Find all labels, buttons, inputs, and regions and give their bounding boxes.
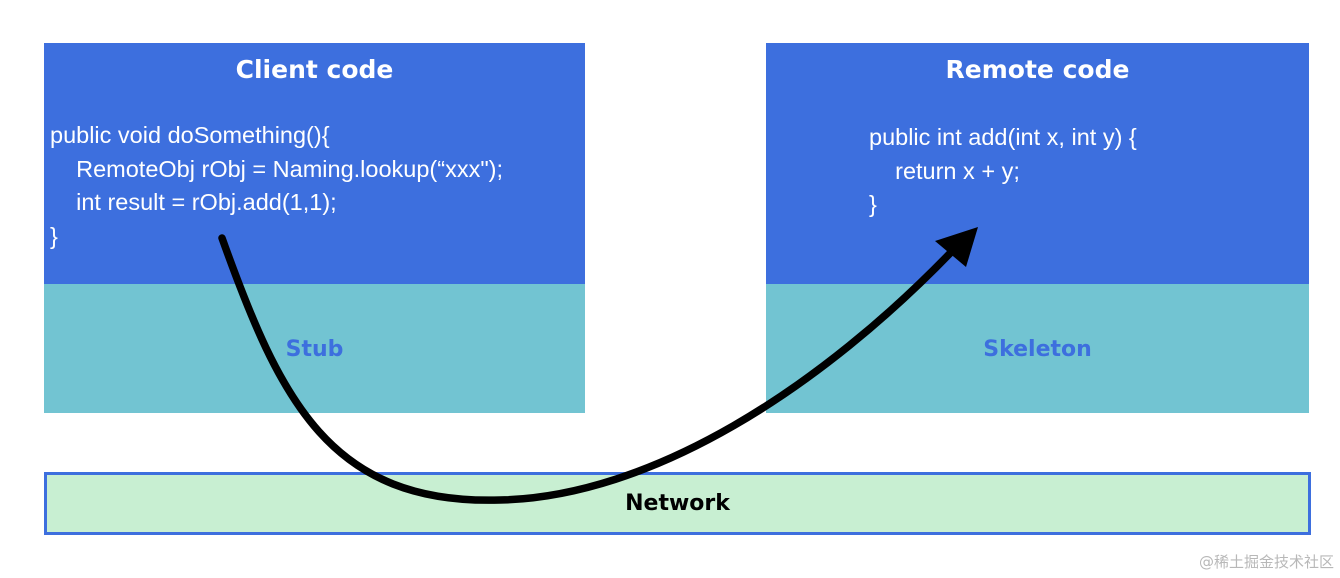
code-line: RemoteObj rObj = Naming.lookup(“xxx"); bbox=[50, 155, 504, 182]
code-line: public int add(int x, int y) { bbox=[869, 124, 1137, 150]
remote-code-box: Remote code public int add(int x, int y)… bbox=[766, 43, 1309, 413]
code-line: } bbox=[869, 191, 877, 217]
stub-label: Stub bbox=[285, 337, 344, 362]
client-code-title: Client code bbox=[235, 55, 394, 84]
code-line: public void doSomething(){ bbox=[50, 122, 330, 148]
code-line: return x + y; bbox=[869, 157, 1020, 184]
skeleton-label: Skeleton bbox=[983, 337, 1092, 362]
client-code-snippet: public void doSomething(){ RemoteObj rOb… bbox=[50, 119, 503, 253]
network-label: Network bbox=[625, 491, 730, 516]
code-line: int result = rObj.add(1,1); bbox=[50, 189, 337, 215]
code-line: } bbox=[50, 222, 58, 249]
remote-code-snippet: public int add(int x, int y) { return x … bbox=[869, 121, 1137, 222]
client-code-box: Client code public void doSomething(){ R… bbox=[44, 43, 585, 413]
watermark: @稀土掘金技术社区 bbox=[1198, 553, 1334, 571]
network-bar: Network bbox=[44, 472, 1311, 535]
remote-code-title: Remote code bbox=[945, 55, 1130, 84]
